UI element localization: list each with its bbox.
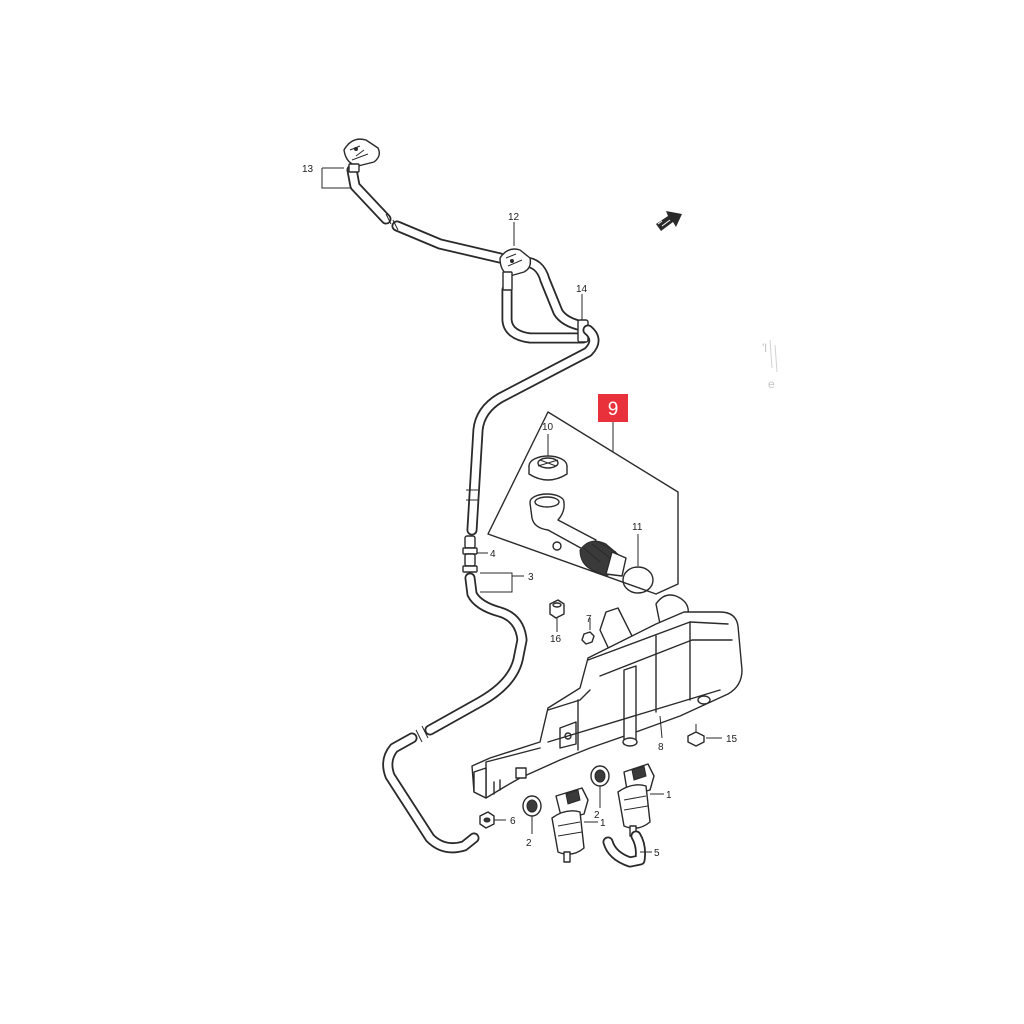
label-1a: 1 [600,818,606,829]
bolt-15 [687,724,722,747]
label-13: 13 [302,164,314,175]
grommet-2a [522,795,542,834]
label-4: 4 [490,549,496,560]
hose-5 [602,830,652,868]
label-15: 15 [726,734,738,745]
pump-1b [617,763,664,837]
faint-marks: 'l e [762,339,778,391]
nozzle-13 [343,138,381,173]
leader-3 [480,572,524,593]
connector-4 [462,535,488,573]
leader-13 [321,167,352,189]
ring-11 [622,534,654,594]
nut-6 [479,811,506,829]
svg-text:e: e [768,377,775,391]
nozzle-12 [499,248,532,291]
pump-1a [551,787,598,863]
bolt-7 [581,618,595,645]
nut-16 [549,599,565,632]
part-number-badge: 9 [598,394,628,452]
label-3: 3 [528,572,534,583]
label-2b: 2 [594,810,600,821]
callout-labels: 13 12 14 10 11 4 3 7 16 8 15 1 1 2 2 6 5 [302,164,738,859]
label-12: 12 [508,212,520,223]
label-2a: 2 [526,838,532,849]
lower-hose [382,572,528,854]
label-16: 16 [550,634,562,645]
label-5: 5 [654,848,660,859]
label-1b: 1 [666,790,672,801]
grommet-2b [590,765,610,808]
label-7: 7 [586,614,592,625]
svg-text:9: 9 [608,399,619,420]
label-11: 11 [632,522,643,533]
cap-10 [528,434,568,481]
label-8: 8 [658,742,664,753]
reservoir-tank-8 [471,594,743,799]
svg-text:'l: 'l [762,341,767,355]
leader-8 [659,715,663,739]
label-6: 6 [510,816,516,827]
part-9-outline [487,411,679,595]
label-14: 14 [576,284,588,295]
upper-hose-assembly [346,164,600,536]
arrow-icon [656,211,682,231]
filler-neck [529,493,627,577]
label-10: 10 [542,422,554,433]
